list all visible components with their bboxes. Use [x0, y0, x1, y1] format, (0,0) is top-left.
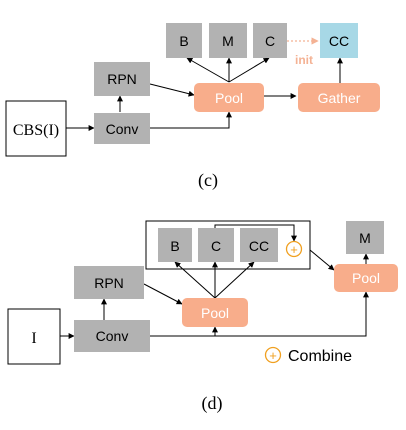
head-m-box — [209, 23, 247, 58]
pool2-label-d: Pool — [352, 270, 380, 286]
pool-label-d: Pool — [201, 305, 229, 321]
arrow-pool-to-c — [228, 57, 270, 83]
legend-combine-label: Combine — [288, 348, 352, 365]
arrow-conv-to-pool-d — [150, 326, 218, 337]
input-label-d: I — [31, 330, 36, 347]
head-b-label: B — [179, 33, 188, 49]
conv-label-d: Conv — [96, 328, 129, 344]
head-c-box-d — [198, 228, 234, 262]
head-cc-box — [320, 23, 358, 58]
conv-label: Conv — [106, 121, 139, 137]
head-m-label-d: M — [359, 230, 371, 246]
legend-combine-symbol: + — [269, 348, 277, 363]
combine-icon — [285, 240, 303, 258]
legend-combine-icon — [264, 346, 282, 364]
arrow-rpn-to-pool — [149, 83, 195, 97]
caption-c: (c) — [198, 170, 218, 191]
pool-box — [194, 83, 264, 112]
arrow-conv-to-pool2-d — [215, 291, 369, 337]
head-cc-box-d — [240, 228, 278, 262]
legend-combine: + Combine — [264, 346, 352, 365]
diagram-d: I Conv RPN Pool B C CC + Pool M + Combin… — [7, 220, 398, 414]
arrow-group-to-pool2 — [309, 249, 335, 271]
head-c-box — [253, 23, 287, 58]
head-c-label: C — [265, 33, 275, 49]
head-m-box-d — [346, 221, 384, 254]
arrow-pool-to-cc-d — [214, 261, 255, 299]
head-group-frame — [145, 220, 311, 270]
head-cc-label-d: CC — [249, 238, 269, 254]
rpn-label: RPN — [107, 71, 137, 87]
arrow-rpn-to-pool-d — [143, 283, 183, 305]
gather-box — [298, 83, 380, 112]
head-b-label-d: B — [170, 238, 179, 254]
arrow-pool-to-b — [186, 57, 230, 83]
head-b-box — [166, 23, 202, 58]
input-box — [5, 100, 67, 157]
arrow-pool-to-b-d — [174, 261, 216, 299]
rpn-box-d — [74, 266, 144, 299]
conv-box — [94, 113, 150, 144]
pool2-box-d — [334, 264, 398, 292]
arrow-conv-to-pool — [150, 111, 232, 129]
pool-box-d — [182, 298, 248, 327]
conv-box-d — [74, 320, 150, 352]
head-b-box-d — [158, 228, 192, 262]
head-m-label: M — [222, 33, 234, 49]
diagram-c: CBS(I) Conv RPN Pool Gather B M C CC ini… — [5, 23, 380, 191]
head-cc-label: CC — [329, 33, 349, 49]
diagram-c-connectors — [66, 57, 343, 131]
input-label: CBS(I) — [13, 122, 59, 139]
combine-symbol: + — [290, 242, 298, 257]
diagram-d-connectors — [60, 224, 369, 339]
rpn-box — [94, 62, 150, 96]
caption-d: (d) — [202, 393, 223, 414]
head-c-label-d: C — [211, 238, 221, 254]
arrow-c-to-combine — [214, 224, 297, 242]
gather-label: Gather — [318, 90, 361, 106]
pool-label: Pool — [215, 90, 243, 106]
rpn-label-d: RPN — [94, 275, 124, 291]
input-box-d — [7, 308, 61, 365]
init-label: init — [295, 53, 313, 67]
